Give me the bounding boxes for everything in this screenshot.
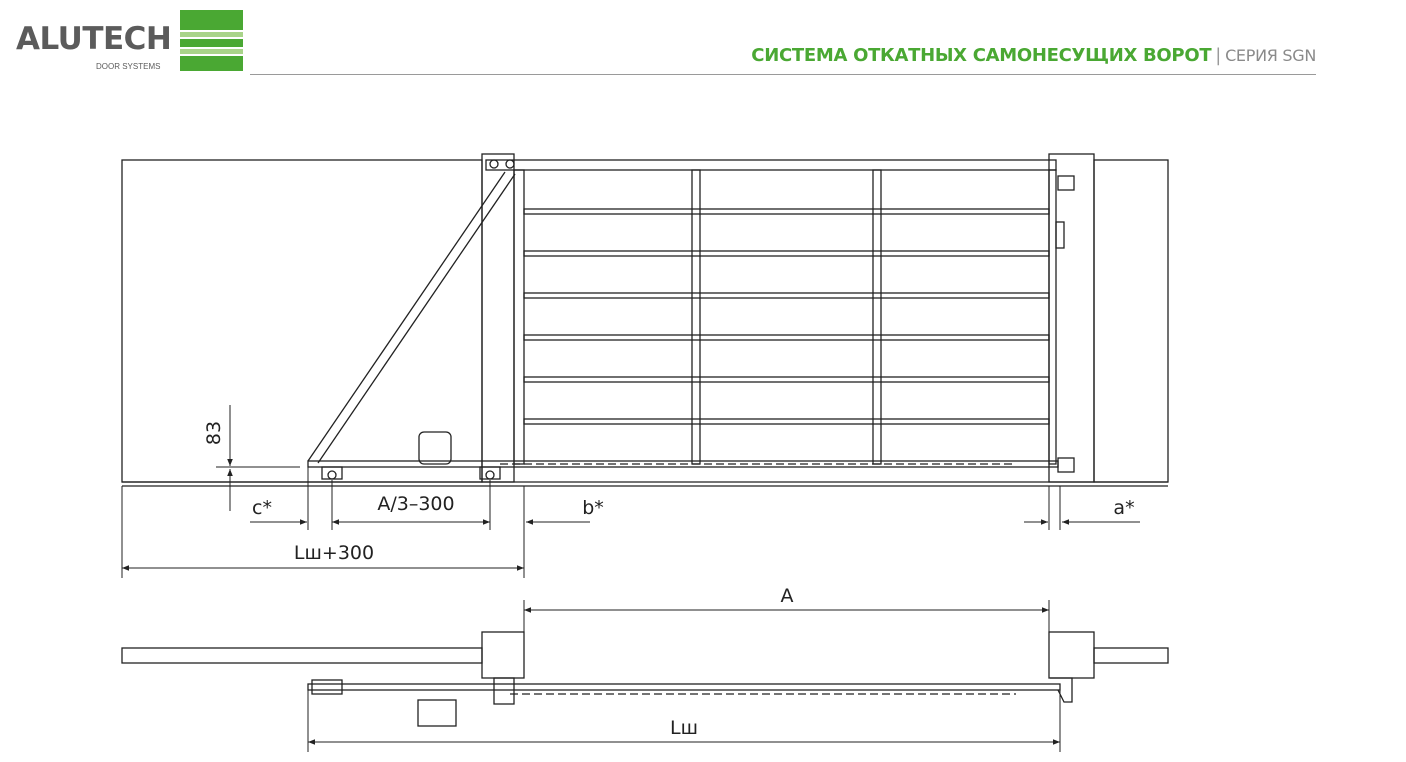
- page-header: ALUTECH DOOR SYSTEMS СИСТЕМА ОТКАТНЫХ СА…: [0, 0, 1406, 80]
- roller-left: [327, 470, 337, 480]
- horizontal-slats: [523, 208, 1050, 425]
- top-roller-right: [505, 159, 515, 169]
- top-left-wall: [121, 647, 483, 664]
- top-carriage-right: [493, 677, 515, 705]
- left-post: [481, 153, 515, 483]
- title-series: СЕРИЯ SGN: [1225, 46, 1316, 65]
- logo-wordmark: ALUTECH: [16, 21, 172, 57]
- label-a-width: A: [781, 585, 794, 607]
- top-catcher: [1050, 677, 1073, 703]
- top-right-post: [1048, 631, 1095, 679]
- front-view-labels: 83 c* A/3–300 b* a* Lш+300: [203, 421, 1135, 564]
- front-view: [121, 153, 1169, 487]
- carriage-right: [479, 466, 501, 480]
- label-a3-minus-300: A/3–300: [377, 493, 454, 515]
- top-view-labels: A Lш: [670, 585, 793, 739]
- logo-subtitle: DOOR SYSTEMS: [96, 62, 161, 71]
- frame-left-upright: [513, 169, 525, 465]
- title-main: СИСТЕМА ОТКАТНЫХ САМОНЕСУЩИХ ВОРОТ: [751, 45, 1212, 66]
- top-left-post: [481, 631, 525, 679]
- diagonal-brace: [307, 171, 506, 462]
- top-drive-motor: [417, 699, 457, 727]
- top-right-wall: [1093, 647, 1169, 664]
- header-divider: [250, 74, 1316, 75]
- top-beam: [307, 683, 1061, 691]
- top-roller-left: [489, 159, 499, 169]
- page-title: СИСТЕМА ОТКАТНЫХ САМОНЕСУЩИХ ВОРОТ|СЕРИЯ…: [751, 44, 1316, 68]
- frame-right-upright: [1048, 169, 1057, 465]
- right-wall: [1093, 159, 1169, 483]
- label-c: c*: [252, 497, 272, 519]
- label-a: a*: [1113, 497, 1134, 519]
- top-rail: [485, 159, 1057, 171]
- label-b: b*: [582, 497, 604, 519]
- top-view-dimensions: [307, 600, 1061, 752]
- catcher-upper: [1057, 175, 1075, 191]
- front-view-dimensions: [121, 405, 1140, 578]
- logo-stripes-icon: [180, 10, 243, 71]
- carriage-left: [321, 466, 343, 480]
- top-view: [121, 631, 1169, 727]
- drive-motor: [418, 431, 452, 465]
- label-lsh: Lш: [670, 717, 698, 739]
- label-height-83: 83: [203, 421, 225, 445]
- left-wall: [121, 159, 483, 483]
- gate-handle: [1055, 221, 1065, 249]
- alutech-logo: ALUTECH DOOR SYSTEMS: [16, 10, 246, 74]
- title-separator: |: [1215, 45, 1222, 66]
- diagonal-brace-inner: [317, 173, 516, 464]
- label-lsh-plus-300: Lш+300: [294, 542, 374, 564]
- top-carriage-left: [311, 679, 343, 695]
- roller-right: [485, 470, 495, 480]
- catcher-lower: [1057, 457, 1075, 473]
